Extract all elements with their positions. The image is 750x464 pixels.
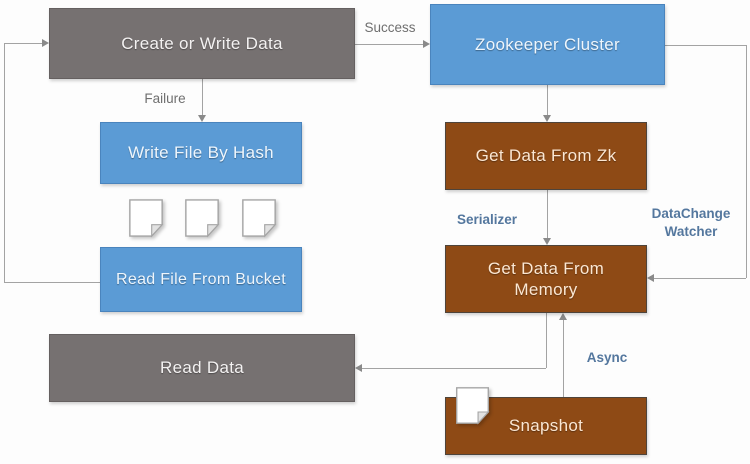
node-label: Snapshot [508,416,584,435]
document-icon [185,199,220,238]
node-label: Get Data From Memory [487,258,605,299]
edge-label-datachange-watcher: DataChange Watcher [651,206,731,240]
arrowhead-into-readdata [355,364,362,372]
connector-serializer [547,190,548,238]
connector-failure [202,79,203,115]
edge-label-async: Async [586,350,628,365]
document-icon [456,387,490,425]
arrowhead-into-create [42,39,49,47]
edge-label-success: Success [364,20,416,35]
node-snapshot: Snapshot [445,397,647,455]
arrowhead-into-getzk [543,115,551,122]
node-write-file-by-hash: Write File By Hash [100,122,302,184]
connector-watcher-bottom [654,278,746,279]
document-icon [129,199,164,238]
connector-async [563,320,564,397]
connector-memory-down [546,313,547,368]
connector-zookeeper-to-getzk [547,85,548,115]
node-get-data-from-memory: Get Data From Memory [445,245,647,313]
arrowhead-into-memory-top [543,238,551,245]
node-zookeeper-cluster: Zookeeper Cluster [430,4,665,85]
node-label: Read Data [160,358,244,377]
edge-label-serializer: Serializer [456,212,518,227]
connector-into-create [4,43,42,44]
edge-label-failure: Failure [144,91,186,106]
node-label: Read File From Bucket [116,270,286,288]
node-label: Zookeeper Cluster [475,34,620,54]
node-label: Write File By Hash [128,143,274,162]
connector-watcher-vertical [746,45,747,278]
connector-bucket-to-create-vertical [4,43,5,282]
node-create-or-write-data: Create or Write Data [49,8,355,79]
node-label: Create or Write Data [121,33,283,53]
arrowhead-into-memory-bottom [559,313,567,320]
connector-watcher-top [665,45,746,46]
connector-memory-to-readdata [362,368,546,369]
connector-success [354,44,423,45]
node-read-file-from-bucket: Read File From Bucket [100,247,302,312]
node-read-data: Read Data [49,334,355,402]
connector-from-read-bucket [4,282,100,283]
node-label: Get Data From Zk [475,146,617,165]
arrowhead-into-write-file [198,115,206,122]
document-icon [242,199,277,238]
arrowhead-into-zookeeper [423,40,430,48]
node-get-data-from-zk: Get Data From Zk [445,122,647,190]
arrowhead-into-memory-right [647,274,654,282]
